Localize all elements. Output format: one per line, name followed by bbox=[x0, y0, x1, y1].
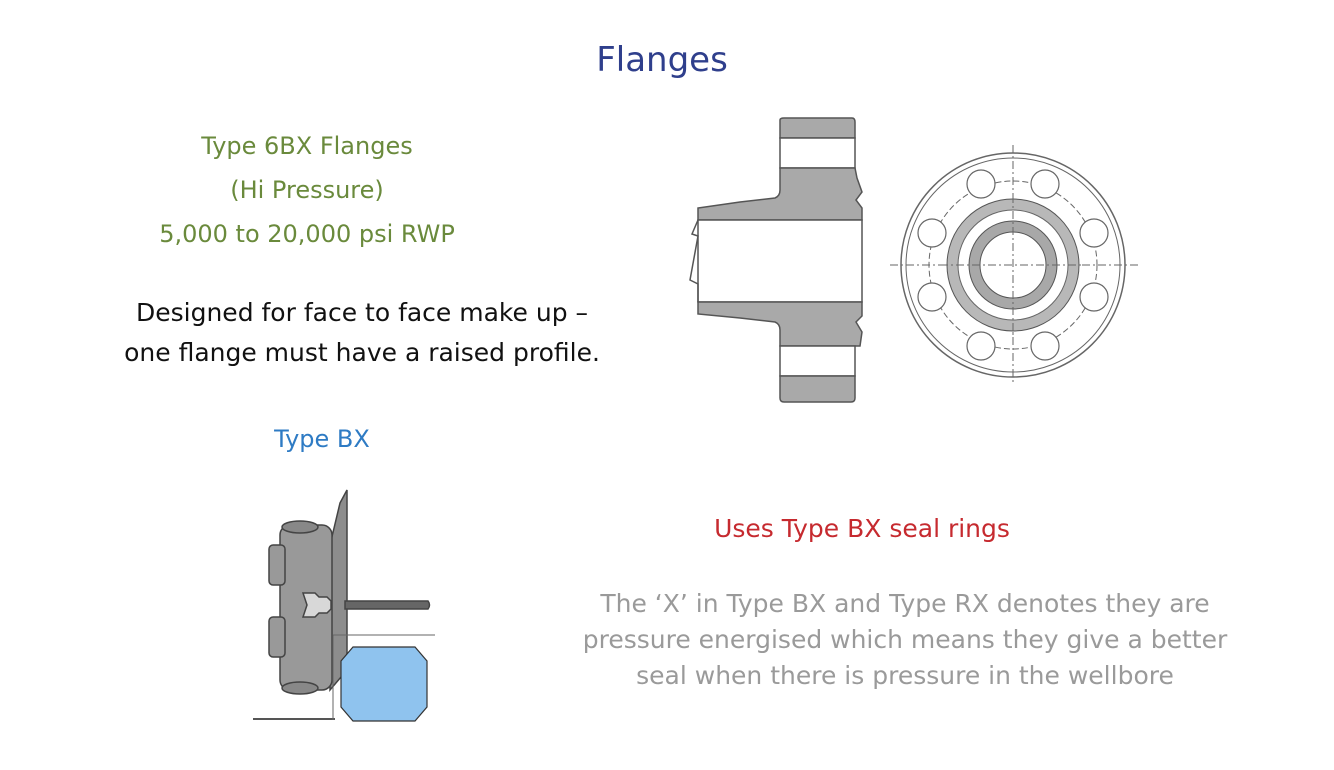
flange-type-title: Type 6BX Flanges bbox=[201, 132, 413, 160]
flange-front-diagram bbox=[890, 145, 1140, 385]
design-note-line-1: Designed for face to face make up – bbox=[135, 298, 589, 327]
type-bx-diagram bbox=[253, 489, 435, 722]
seal-ring-note: Uses Type BX seal rings bbox=[714, 514, 1010, 543]
explanation-line-2: pressure energised which means they give… bbox=[582, 625, 1228, 654]
explanation-line-1: The ‘X’ in Type BX and Type RX denotes t… bbox=[600, 589, 1210, 618]
slide-title: Flanges bbox=[596, 40, 728, 80]
flange-section-diagram bbox=[689, 117, 863, 403]
explanation-line-3: seal when there is pressure in the wellb… bbox=[636, 661, 1174, 690]
flange-pressure-range: 5,000 to 20,000 psi RWP bbox=[159, 220, 455, 248]
design-note-line-2: one flange must have a raised profile. bbox=[124, 338, 600, 367]
flange-pressure-class: (Hi Pressure) bbox=[230, 176, 384, 204]
type-bx-label: Type BX bbox=[274, 425, 370, 453]
